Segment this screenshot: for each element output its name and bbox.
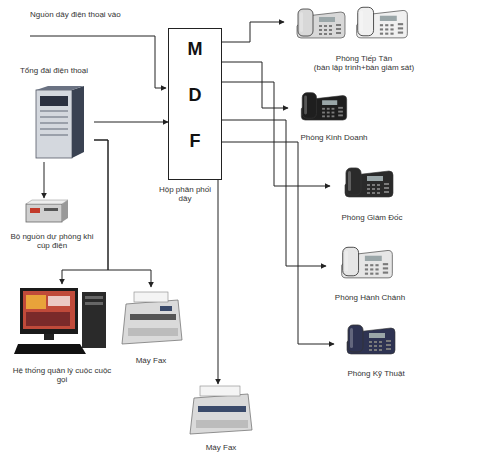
device-caption: Phòng Giám Đốc (342, 213, 403, 222)
fax-machine (190, 386, 252, 434)
frame-letter: M (169, 39, 221, 59)
incoming-line (30, 36, 166, 88)
pbx-cabinet (36, 86, 84, 158)
device-node: Phòng Hành Chánh (326, 240, 414, 302)
device-caption: Máy Fax (136, 356, 167, 365)
frame-letter: D (169, 85, 221, 105)
phone-icon (347, 325, 395, 354)
computer-illustration (14, 288, 106, 354)
wire-connector (222, 142, 334, 344)
device-caption: Phòng Kỹ Thuật (347, 369, 404, 378)
device-node: Phòng Giám Đốc (330, 160, 414, 222)
wire-connector (62, 140, 108, 284)
device-node: Phòng Kỹ Thuật (334, 318, 418, 378)
device-node: Phòng Kinh Doanh (288, 86, 380, 142)
wire-connector (222, 22, 284, 42)
wire-connector (222, 62, 288, 108)
device-node: Tổng đài điện thoại (14, 66, 94, 162)
device-node: Máy Fax (186, 384, 256, 452)
device-node: Bộ nguồn dự phòng khi cúp điện (10, 198, 94, 250)
device-caption: Hệ thống quản lý cuộc cuộc gọi (10, 366, 114, 384)
frame-caption: Hộp phân phối dây (155, 185, 215, 203)
device-caption: Tổng đài điện thoại (20, 66, 88, 75)
distribution-frame: MDFHộp phân phối dây (168, 28, 222, 180)
ups-unit (26, 200, 68, 222)
phone-icon (357, 7, 408, 38)
phone-icon (301, 93, 346, 120)
phone-icon (342, 247, 393, 278)
wire-connector (218, 180, 219, 384)
device-caption: Bộ nguồn dự phòng khi cúp điện (10, 232, 94, 250)
frame-letter: F (169, 131, 221, 151)
line-label: Nguồn dây điện thoại vào (30, 10, 121, 19)
fax-machine (122, 292, 182, 344)
wire-connector (44, 162, 45, 198)
phone-icon (345, 168, 393, 197)
phone-icon (297, 9, 345, 38)
device-node: Phòng Tiếp Tân(bàn lập trình+bàn giám sá… (284, 0, 444, 72)
wire-connector (94, 140, 151, 287)
device-caption: Máy Fax (206, 443, 237, 452)
wire-connector (94, 122, 168, 123)
device-caption: Phòng Kinh Doanh (300, 133, 367, 142)
device-node: Máy Fax (118, 287, 184, 365)
device-caption: Phòng Tiếp Tân (336, 54, 392, 63)
device-node: Hệ thống quản lý cuộc cuộc gọi (10, 284, 114, 384)
device-caption: (bàn lập trình+bàn giám sát) (314, 63, 414, 72)
device-caption: Phòng Hành Chánh (335, 293, 405, 302)
